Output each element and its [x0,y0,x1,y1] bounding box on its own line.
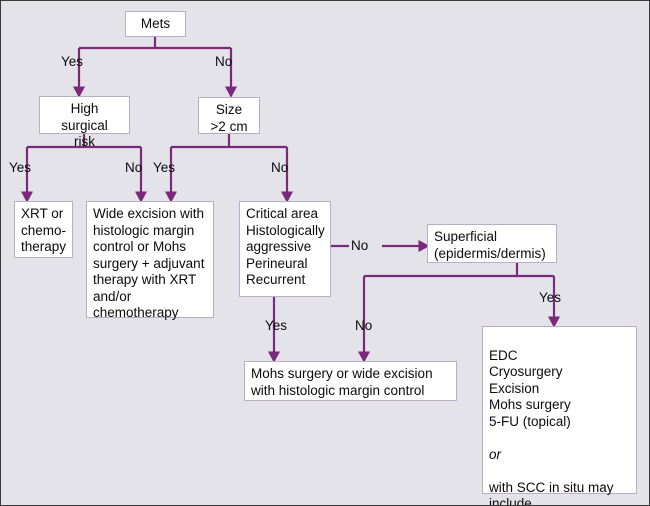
edge-label-risk-yes: Yes [9,160,32,175]
node-wide-excision: Wide excision with histologic margin con… [86,201,214,320]
edge-label-superficial-no: No [355,318,373,333]
edge-label-mets-no: No [215,54,233,69]
node-superficial: Superficial (epidermis/dermis) [427,224,557,263]
node-mets: Mets [125,11,186,37]
node-size: Size >2 cm [198,97,260,134]
edge-label-superficial-yes: Yes [539,290,562,305]
edge-label-risk-no: No [125,160,143,175]
node-high-surgical-risk: High surgical risk [39,96,130,149]
edge-label-critical-no: No [351,238,369,253]
edge-label-mets-yes: Yes [61,54,84,69]
edge-label-size-yes: Yes [153,160,176,175]
edc-list-or: or [489,446,502,462]
edge-label-size-no: No [271,160,289,175]
node-edc-treatment-list: EDC Cryosurgery Excision Mohs surgery 5-… [482,326,637,505]
edge-label-critical-yes: Yes [265,318,288,333]
edc-list-insitu: with SCC in situ may include Imiquimod P… [489,479,614,506]
edc-list-primary: EDC Cryosurgery Excision Mohs surgery 5-… [489,347,571,429]
node-xrt-chemotherapy: XRT or chemo- therapy [14,201,73,258]
node-critical-area: Critical area Histologically aggressive … [239,201,331,297]
node-mohs-or-wide-excision: Mohs surgery or wide excision with histo… [244,361,457,401]
